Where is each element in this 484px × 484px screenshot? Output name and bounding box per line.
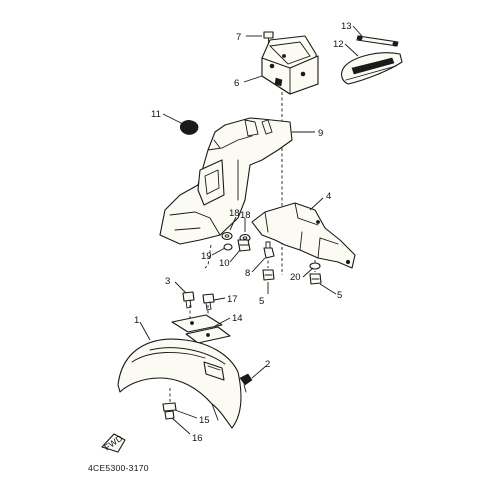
part-18-grommet-left [221,231,233,241]
callout-6: 6 [234,78,239,89]
part-13-strap [356,35,399,47]
callout-20: 20 [290,272,301,283]
part-19-collar [223,243,233,251]
callout-14: 14 [232,313,243,324]
part-10-bolt [237,239,251,252]
callout-16: 16 [192,433,203,444]
callout-5-right: 5 [337,290,342,301]
part-11-reflector [179,120,199,135]
callout-9: 9 [318,128,323,139]
part-14-bracket [171,314,231,344]
callout-18-right: 18 [240,210,251,221]
callout-13: 13 [341,21,352,32]
part-4-inner-fender [251,202,356,269]
part-15-nut [162,402,177,412]
callout-15: 15 [199,415,210,426]
part-3-bolt [182,291,195,309]
callout-4: 4 [326,191,331,202]
callout-11: 11 [151,109,161,120]
part-17-bolt [202,293,215,311]
callout-10: 10 [219,258,230,269]
part-5-bolt-right [309,273,322,285]
callout-1: 1 [134,315,139,326]
callout-18-left: 18 [229,208,240,219]
part-6-tray [261,35,319,95]
part-9-rear-fender [159,117,293,245]
part-5-bolt-left [262,269,275,281]
callout-leaders [139,25,363,435]
part-12-pouch [341,52,403,85]
callout-2: 2 [265,359,270,370]
callout-8: 8 [245,268,250,279]
part-2-bracket [239,373,253,393]
callout-12: 12 [333,39,344,50]
part-20-washer [309,262,321,270]
callout-3: 3 [165,276,170,287]
callout-17: 17 [227,294,238,305]
callout-numbers: 7 13 12 6 11 9 4 18 18 19 10 8 5 20 5 3 … [134,21,352,444]
part-16-bolt [164,410,175,420]
part-8-nut [263,241,275,259]
part-1-front-fender [117,338,242,429]
callout-5-left: 5 [259,296,264,307]
diagram-code: 4CE5300-3170 [88,463,149,473]
callout-19: 19 [201,251,212,262]
fwd-arrow-icon: FWD [101,433,126,453]
callout-7: 7 [236,32,241,43]
